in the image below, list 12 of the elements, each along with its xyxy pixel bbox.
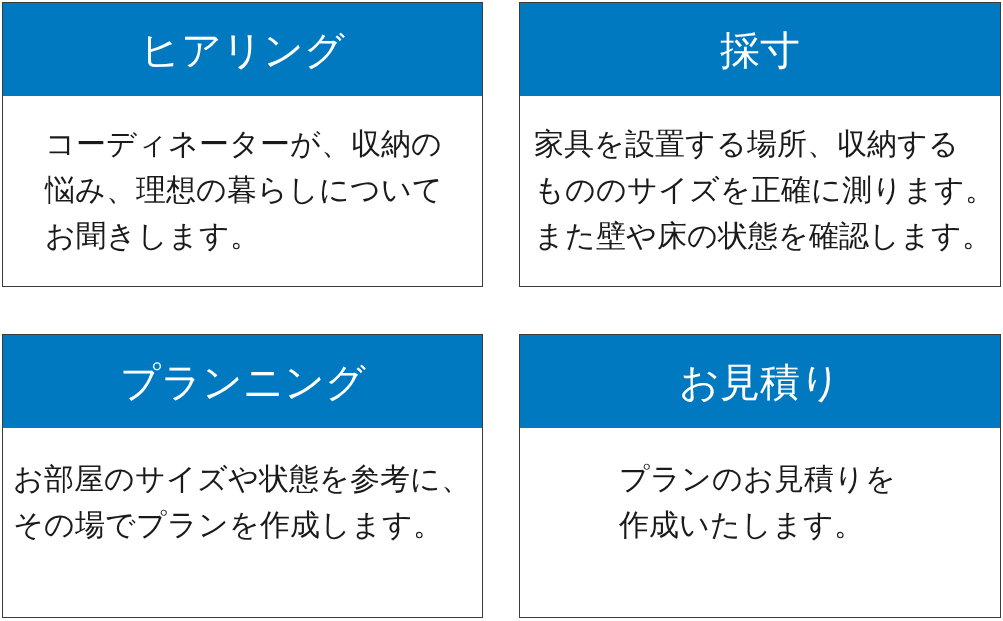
description-text: 家具を設置する場所、収納するもののサイズを正確に測ります。また壁や床の状態を確認します。 (534, 125, 995, 255)
info-card (2, 2, 483, 287)
title-bar: 採寸 (520, 3, 1000, 96)
title-bar: プランニング (3, 335, 482, 428)
description-text: プランのお見積りを作成いたします。 (619, 460, 896, 544)
info-card (2, 334, 483, 618)
info-card (519, 334, 1001, 618)
description-text: コーディネーターが、収納の悩み、理想の暮らしについてお聞きします。 (45, 125, 443, 255)
title-bar: お見積り (520, 335, 1000, 428)
info-card (519, 2, 1001, 287)
title-bar: ヒアリング (3, 3, 482, 96)
description-text: お部屋のサイズや状態を参考に、その場でプランを作成します。 (13, 460, 471, 544)
